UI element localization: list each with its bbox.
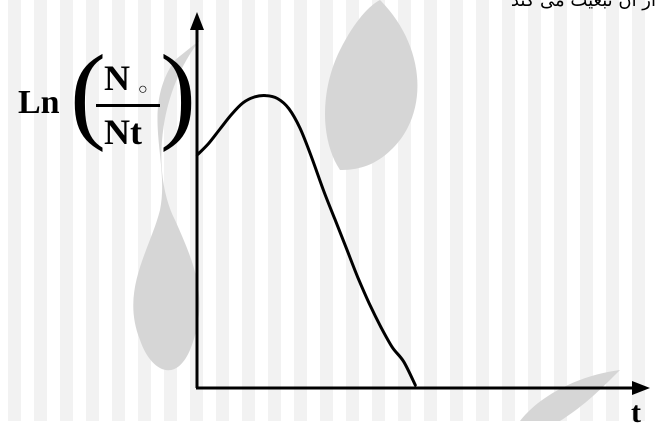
background-stripe [86,0,99,421]
y-axis-label-ln: Ln [18,84,60,121]
background-stripe [606,0,619,421]
y-axis-arrow [190,12,204,30]
x-axis-label: t [631,396,641,429]
y-axis-label-denominator: Nt [104,112,142,152]
y-axis-label-numerator-subscript: ○ [138,81,148,98]
x-axis-arrow [632,381,650,395]
watermark-stroke-bottom [520,370,620,421]
background-stripe [268,0,281,421]
background-stripe [476,0,489,421]
background-stripe [242,0,255,421]
background-stripe [216,0,229,421]
cut-off-header-text: از آن تبعیت می کند [510,0,656,11]
background-stripe [34,0,47,421]
background-stripe [632,0,645,421]
watermark-stroke-left [133,40,200,371]
background-stripe [294,0,307,421]
data-line [195,94,417,387]
y-axis-label-left-paren: ( [70,34,106,153]
watermark-stroke-right [325,0,418,170]
y-axis-label-fraction-bar [96,104,160,107]
background-stripe [502,0,515,421]
background-stripe [60,0,73,421]
background-stripe [554,0,567,421]
background-stripe [424,0,437,421]
y-axis-label-numerator: N [104,58,130,98]
background-stripe [450,0,463,421]
y-axis-label-right-paren: ) [160,34,196,153]
background-stripe [8,0,21,421]
background-stripe [580,0,593,421]
background-stripe [528,0,541,421]
